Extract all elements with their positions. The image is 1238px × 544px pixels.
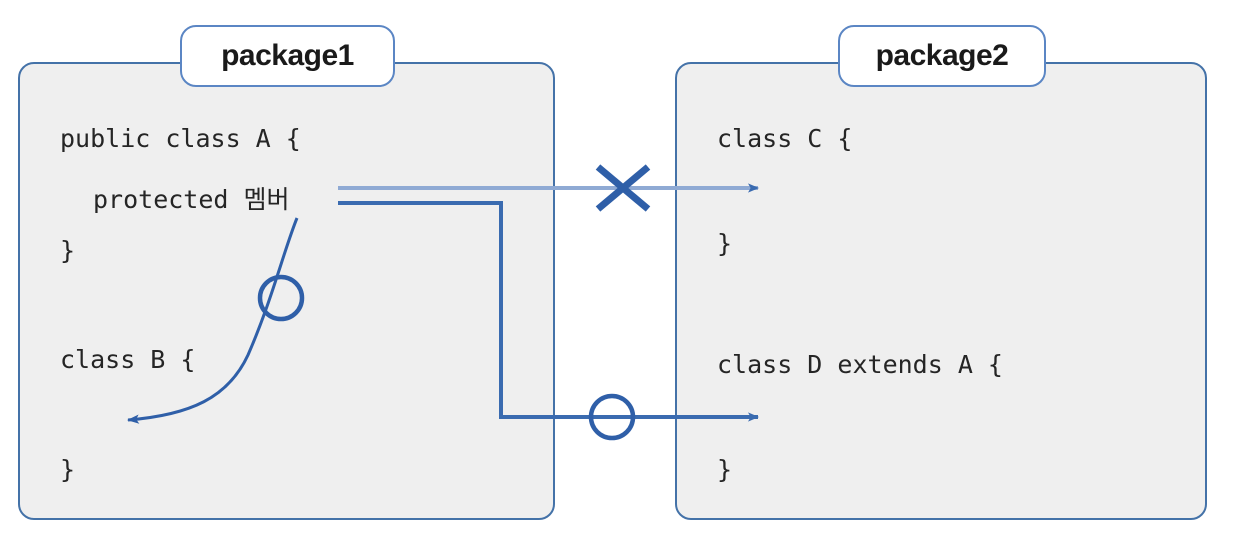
code-line-class-a-close: } xyxy=(60,236,76,265)
x-mark-icon xyxy=(595,164,651,212)
code-line-class-a-open: public class A { xyxy=(60,124,301,153)
slashed-circle-mark-icon xyxy=(257,274,305,322)
circle-mark-icon xyxy=(588,393,636,441)
connector-line-member-classB xyxy=(127,217,299,424)
connector-member-to-classC xyxy=(338,164,759,212)
connector-line-member-classD xyxy=(338,201,759,422)
code-line-class-c-open: class C { xyxy=(717,124,853,153)
code-line-class-c-close: } xyxy=(717,229,733,258)
code-line-class-b-close: } xyxy=(60,455,76,484)
package1-container xyxy=(18,62,555,520)
package2-label: package2 xyxy=(838,25,1046,87)
code-line-class-d-open: class D extends A { xyxy=(717,350,1003,379)
package2-container xyxy=(675,62,1207,520)
code-line-class-b-open: class B { xyxy=(60,345,196,374)
code-line-protected-member: protected 멤버 xyxy=(93,185,290,214)
connector-member-to-classB xyxy=(127,217,305,424)
code-line-class-d-close: } xyxy=(717,455,733,484)
connector-member-to-classD xyxy=(338,201,759,441)
package1-label: package1 xyxy=(180,25,395,87)
